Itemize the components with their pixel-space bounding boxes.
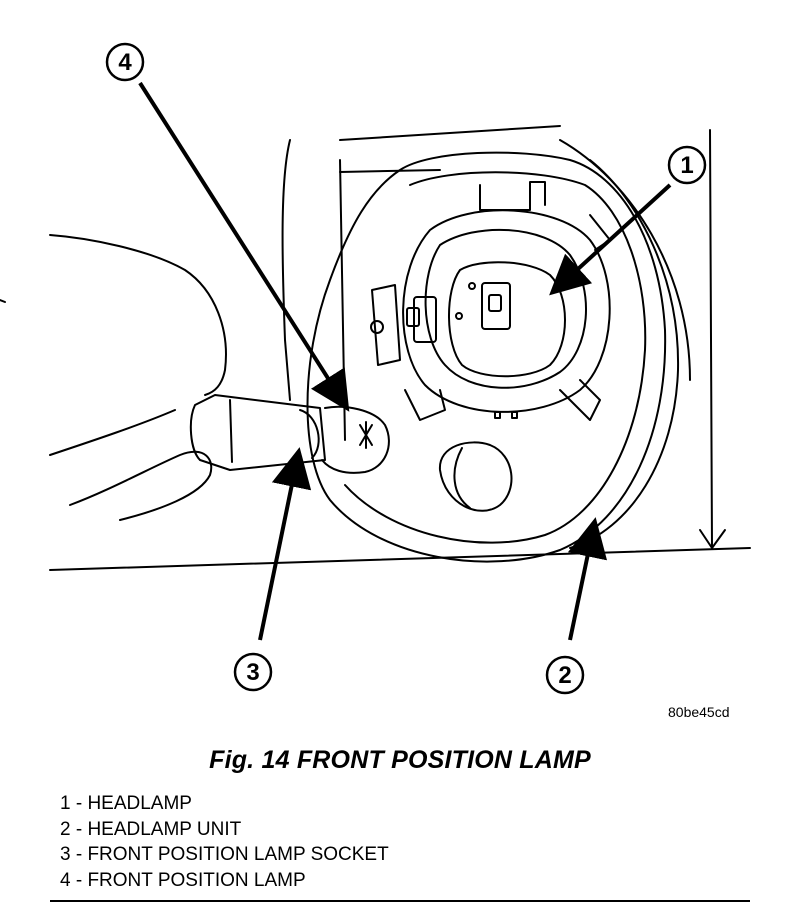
position-lamp-socket-hole bbox=[438, 441, 513, 512]
callout-4: 4 bbox=[105, 42, 145, 82]
callout-3-label: 3 bbox=[246, 659, 259, 686]
callout-2-arrow bbox=[567, 517, 608, 641]
callout-4-arrow bbox=[138, 81, 350, 412]
headlamp-bulb-retainer bbox=[402, 209, 611, 413]
body-panel bbox=[281, 139, 291, 401]
legend-list: 1 - HEADLAMP 2 - HEADLAMP UNIT 3 - FRONT… bbox=[60, 791, 389, 893]
headlamp-unit-housing bbox=[306, 151, 667, 563]
callout-1: 1 bbox=[667, 145, 707, 185]
legend-item-2: 2 - HEADLAMP UNIT bbox=[60, 818, 242, 840]
body-panel-top bbox=[339, 125, 561, 141]
fascia-line bbox=[49, 547, 751, 571]
figure-title: Fig. 14 FRONT POSITION LAMP bbox=[209, 746, 591, 774]
bottom-divider bbox=[50, 900, 750, 902]
callout-3: 3 bbox=[233, 652, 273, 692]
headlamp-bulb bbox=[448, 261, 566, 378]
callout-3-arrow bbox=[258, 447, 312, 641]
legend-item-4: 4 - FRONT POSITION LAMP bbox=[60, 869, 306, 891]
legend-item-3: 3 - FRONT POSITION LAMP SOCKET bbox=[60, 844, 389, 865]
callout-2-label: 2 bbox=[558, 662, 571, 689]
figure-code: 80be45cd bbox=[668, 704, 730, 720]
callout-2: 2 bbox=[545, 655, 585, 695]
callout-1-label: 1 bbox=[680, 152, 693, 179]
callout-1-arrow bbox=[549, 183, 672, 296]
hand bbox=[49, 234, 227, 396]
headlamp-illustration: 1 2 3 4 bbox=[0, 42, 751, 695]
front-position-lamp bbox=[321, 405, 390, 474]
legend-item-1: 1 - HEADLAMP bbox=[60, 793, 192, 814]
callout-4-label: 4 bbox=[118, 49, 132, 76]
body-panel-right bbox=[709, 129, 713, 549]
front-position-lamp-socket bbox=[189, 394, 326, 471]
